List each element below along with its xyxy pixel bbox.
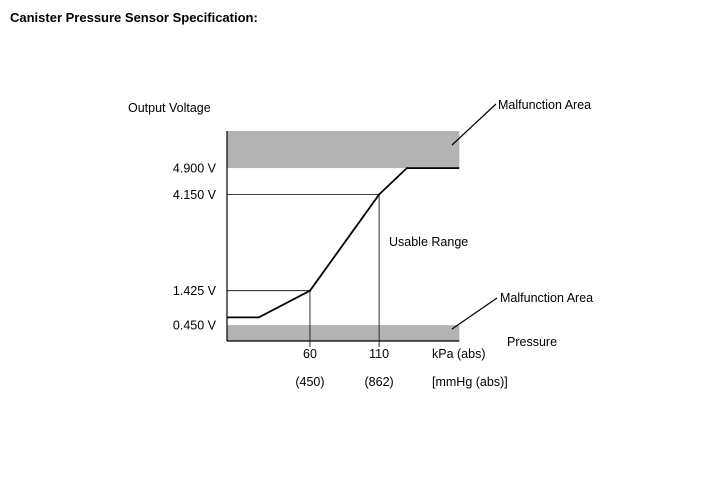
malfunction-leader-lower (451, 297, 498, 330)
y-tick-label: 4.900 V (173, 162, 217, 176)
y-tick-label: 0.450 V (173, 319, 217, 333)
x-unit-label: kPa (abs) (432, 347, 486, 361)
x-tick-sublabel: (862) (365, 375, 394, 389)
y-tick-label: 4.150 V (173, 188, 217, 202)
x-tick-sublabel: (450) (295, 375, 324, 389)
x-tick-label: 110 (369, 347, 389, 361)
sensor-output-line (227, 167, 460, 319)
y-axis-title: Output Voltage (128, 101, 211, 115)
page-title: Canister Pressure Sensor Specification: (10, 10, 258, 25)
malfunction-band-upper (227, 131, 460, 169)
malfunction-band-lower (227, 325, 460, 341)
malfunction-leader-upper (451, 103, 497, 146)
malfunction-label-upper: Malfunction Area (498, 98, 591, 112)
usable-range-label: Usable Range (389, 235, 468, 249)
x-axis-title: Pressure (507, 335, 557, 349)
x-unit-sublabel: [mmHg (abs)] (432, 375, 508, 389)
malfunction-label-lower: Malfunction Area (500, 291, 593, 305)
y-tick-label: 1.425 V (173, 284, 217, 298)
x-tick-label: 60 (303, 347, 317, 361)
